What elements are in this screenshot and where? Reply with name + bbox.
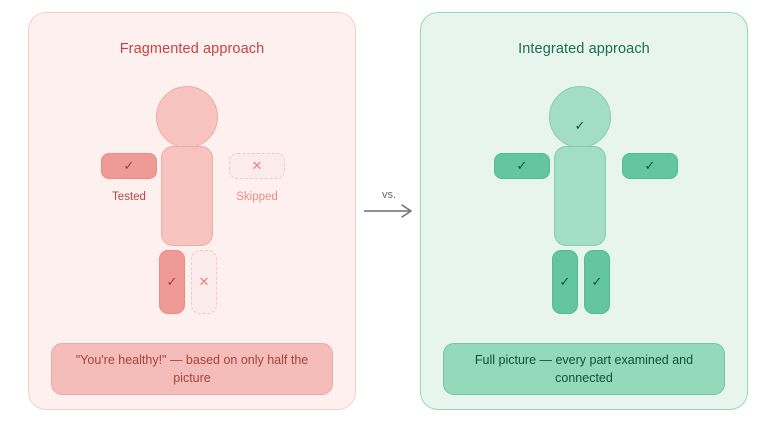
arrow-right-icon	[364, 204, 412, 218]
panel-title-fragmented: Fragmented approach	[119, 41, 265, 57]
figure-torso-right	[554, 146, 606, 246]
check-icon: ✓	[559, 274, 571, 289]
figure-leg-right-skipped: ✕	[191, 250, 217, 314]
connector-label-vs: vs.	[381, 189, 397, 201]
check-icon: ✓	[516, 158, 528, 173]
check-icon: ✓	[591, 274, 603, 289]
part-label-skipped: Skipped	[236, 191, 278, 203]
figure-arm-left-tested: ✓	[101, 153, 157, 179]
figure-leg-left-tested: ✓	[159, 250, 185, 314]
cross-icon: ✕	[251, 158, 263, 173]
check-icon: ✓	[123, 158, 135, 173]
figure-arm-right-checked: ✓	[622, 153, 678, 179]
figure-arm-left-checked: ✓	[494, 153, 550, 179]
figure-leg-left-checked: ✓	[552, 250, 578, 314]
panel-title-integrated: Integrated approach	[518, 41, 650, 57]
figure-head-left	[156, 86, 218, 148]
figure-arm-right-skipped: ✕	[229, 153, 285, 179]
cross-icon: ✕	[198, 274, 210, 289]
check-icon: ✓	[574, 118, 586, 133]
part-label-tested: Tested	[112, 191, 146, 203]
figure-leg-right-checked: ✓	[584, 250, 610, 314]
check-icon: ✓	[166, 274, 178, 289]
check-icon: ✓	[644, 158, 656, 173]
figure-torso-left	[161, 146, 213, 246]
caption-fragmented: "You're healthy!" — based on only half t…	[51, 343, 333, 395]
figure-head-right: ✓	[549, 86, 611, 148]
caption-integrated: Full picture — every part examined and c…	[443, 343, 725, 395]
